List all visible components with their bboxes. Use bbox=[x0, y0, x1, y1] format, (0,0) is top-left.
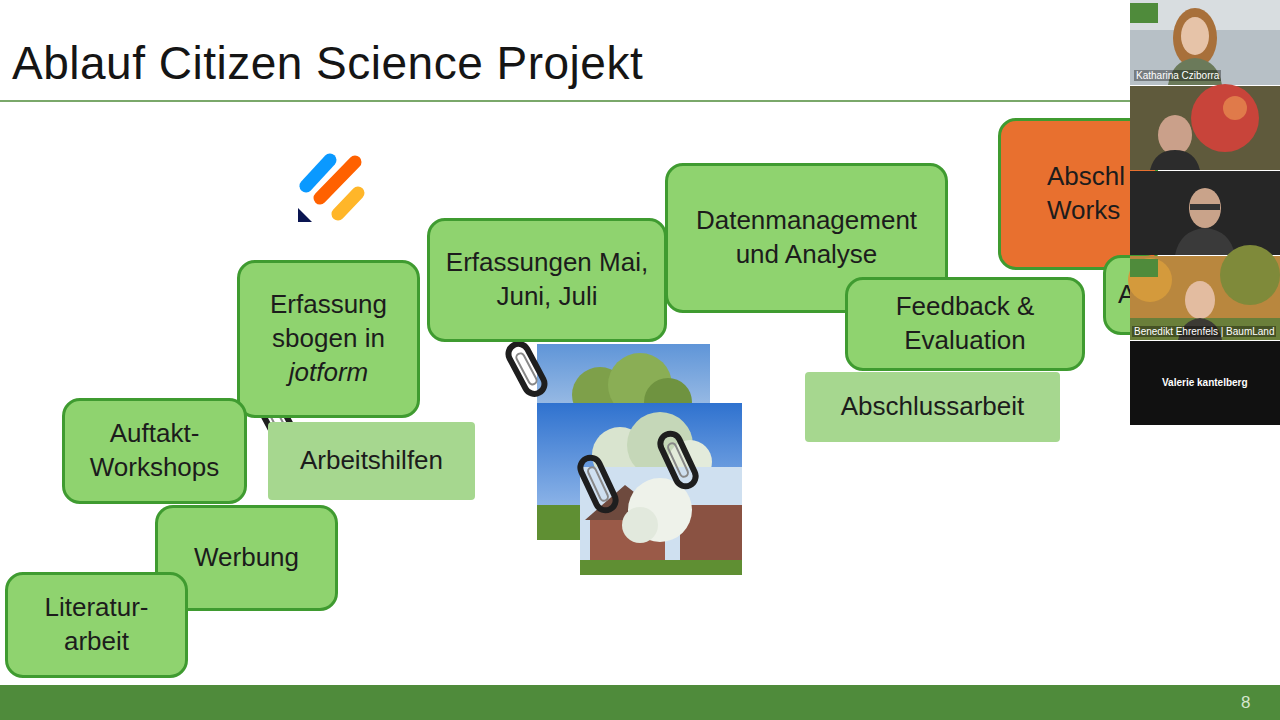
title-rule bbox=[0, 100, 1130, 102]
box-text: Auftakt- Workshops bbox=[75, 417, 234, 485]
jotform-logo bbox=[298, 160, 358, 222]
process-box: Literatur- arbeit bbox=[5, 572, 188, 678]
house-photo bbox=[580, 467, 742, 575]
box-text: Feedback & Evaluation bbox=[863, 290, 1068, 358]
process-box: Erfassung sbogen injotform bbox=[237, 260, 420, 418]
note-box: Arbeitshilfen bbox=[268, 422, 475, 500]
process-box: Erfassungen Mai, Juni, Juli bbox=[427, 218, 667, 342]
participant-name: Benedikt Ehrenfels | BaumLand bbox=[1132, 326, 1276, 337]
page-number: 8 bbox=[1241, 693, 1250, 713]
video-tile bbox=[1128, 245, 1280, 340]
paper-clip bbox=[255, 340, 699, 513]
participant-name: Valerie kantelberg bbox=[1162, 377, 1248, 388]
participant-name: Katharina Cziborra bbox=[1134, 70, 1221, 81]
box-text: Arbeitshilfen bbox=[300, 444, 443, 478]
note-box: Abschlussarbeit bbox=[805, 372, 1060, 442]
box-text: Literatur- arbeit bbox=[22, 591, 172, 659]
video-tile bbox=[1130, 84, 1280, 170]
video-tile bbox=[1130, 341, 1280, 425]
box-text: Werbung bbox=[194, 541, 299, 575]
process-box: Auftakt- Workshops bbox=[62, 398, 247, 504]
video-tile bbox=[1130, 171, 1280, 255]
box-text: Datenmanagement und Analyse bbox=[684, 204, 929, 272]
box-text: Abschlussarbeit bbox=[841, 390, 1025, 424]
slide-title: Ablauf Citizen Science Projekt bbox=[12, 36, 643, 90]
box-text: Abschl Works bbox=[1047, 160, 1125, 228]
process-box: Feedback & Evaluation bbox=[845, 277, 1085, 371]
video-tile bbox=[1130, 0, 1280, 85]
box-text: Erfassungen Mai, Juni, Juli bbox=[445, 246, 650, 314]
box-text: jotform bbox=[289, 356, 368, 390]
box-text: Erfassung sbogen in bbox=[250, 288, 407, 356]
footer-bar bbox=[0, 685, 1280, 720]
